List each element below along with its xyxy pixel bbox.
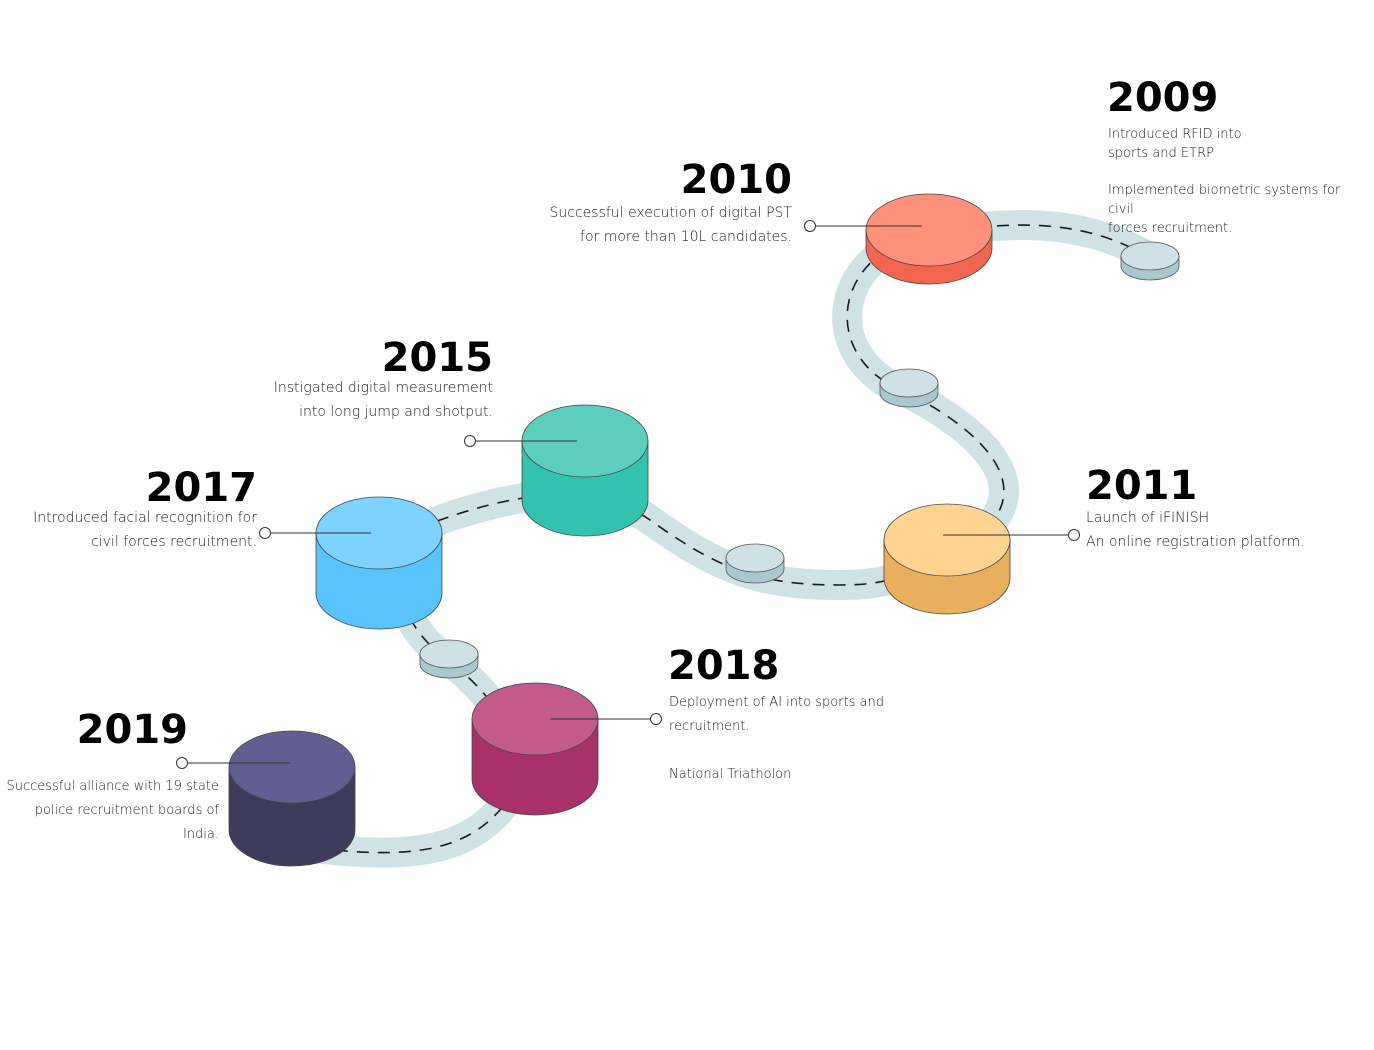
description-2010: Successful execution of digital PST for … bbox=[492, 201, 792, 249]
cylinder-2017 bbox=[315, 496, 443, 630]
description-line: forces recruitment. bbox=[1108, 221, 1233, 236]
node-disc bbox=[879, 368, 939, 408]
year-2015: 2015 bbox=[381, 335, 493, 381]
node-disc bbox=[419, 639, 479, 679]
description-2015: Instigated digital measurement into long… bbox=[213, 376, 493, 424]
node-disc bbox=[725, 543, 785, 584]
description-line: An online registration platform. bbox=[1086, 534, 1305, 550]
connector-2019 bbox=[176, 757, 290, 769]
description-line: into long jump and shotput. bbox=[299, 404, 493, 420]
cylinder-2019 bbox=[228, 730, 356, 867]
connector-2011 bbox=[943, 529, 1080, 541]
year-2018: 2018 bbox=[668, 643, 780, 689]
year-2017: 2017 bbox=[145, 465, 257, 511]
description-line: National Triatholon bbox=[669, 767, 792, 782]
description-line: police recruitment boards of bbox=[34, 803, 219, 818]
description-line: Introduced RFID into bbox=[1108, 127, 1242, 142]
description-2009: Introduced RFID into sports and ETRP Imp… bbox=[1108, 125, 1368, 238]
connector-2017 bbox=[259, 527, 371, 539]
description-2019: Successful alliance with 19 state police… bbox=[0, 775, 220, 847]
description-2017: Introduced facial recognition for civil … bbox=[7, 506, 257, 554]
description-line: Deployment of AI into sports and bbox=[669, 695, 884, 710]
year-2010: 2010 bbox=[680, 157, 792, 203]
description-line: India. bbox=[182, 827, 219, 842]
cylinder-2011 bbox=[883, 503, 1011, 615]
description-line: Instigated digital measurement bbox=[273, 380, 493, 396]
node-disc bbox=[1120, 241, 1180, 281]
description-line: Implemented biometric systems for civil bbox=[1108, 183, 1341, 217]
connector-2015 bbox=[464, 435, 577, 447]
description-line: Introduced facial recognition for bbox=[33, 510, 257, 526]
description-line: for more than 10L candidates. bbox=[580, 229, 792, 245]
description-line: civil forces recruitment. bbox=[91, 534, 257, 550]
connector-2010 bbox=[804, 220, 922, 232]
connector-2018 bbox=[550, 713, 662, 725]
description-line: Successful alliance with 19 state bbox=[6, 779, 220, 794]
description-line: recruitment. bbox=[669, 719, 750, 734]
description-2018: Deployment of AI into sports and recruit… bbox=[669, 691, 909, 787]
description-line: Successful execution of digital PST bbox=[549, 205, 792, 221]
cylinder-2010 bbox=[865, 193, 993, 285]
description-line: Launch of iFINISH bbox=[1086, 510, 1210, 526]
year-2011: 2011 bbox=[1086, 463, 1198, 509]
description-2011: Launch of iFINISH An online registration… bbox=[1086, 506, 1366, 554]
year-2009: 2009 bbox=[1107, 75, 1219, 121]
cylinder-2018 bbox=[471, 682, 599, 816]
description-line: sports and ETRP bbox=[1108, 146, 1214, 161]
cylinder-2015 bbox=[521, 404, 649, 537]
year-2019: 2019 bbox=[76, 707, 188, 753]
